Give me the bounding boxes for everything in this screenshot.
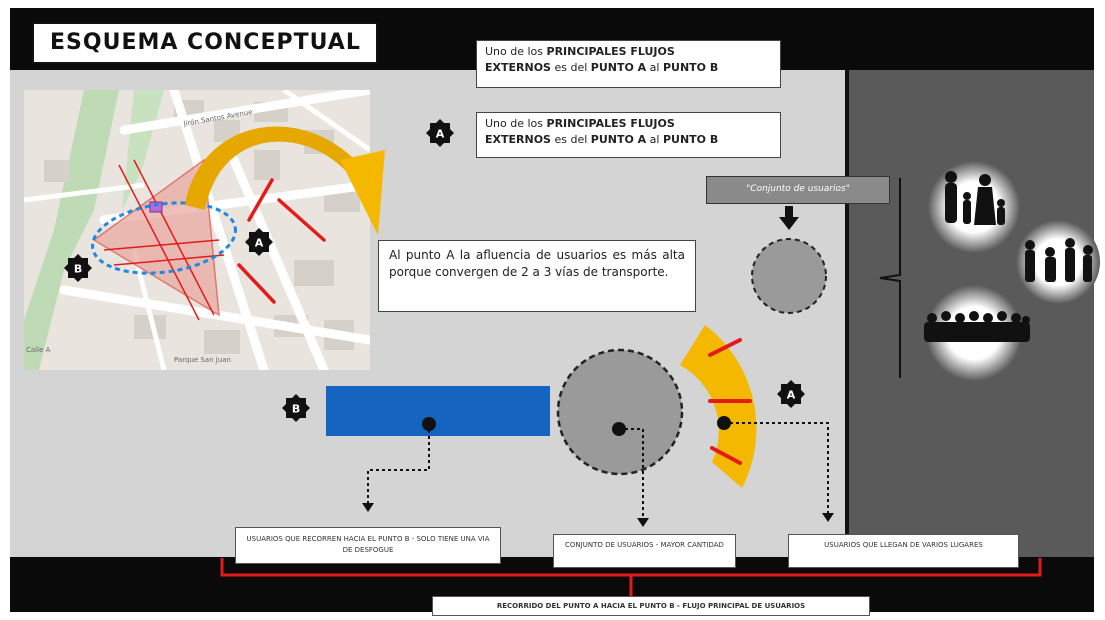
note-top-text-2: es del (550, 61, 591, 74)
incoming-flow-fan (680, 325, 757, 488)
note-mid-bold-1: PRINCIPALES FLUJOS (546, 117, 675, 130)
marker-a-fan-icon: A (777, 380, 805, 408)
note-top-bold-4: PUNTO B (662, 61, 719, 74)
map-bottom-label: Parque San Juan (174, 356, 231, 364)
note-top-bold-3: PUNTO A (590, 61, 647, 74)
note-mid-text-1: Uno de los (485, 117, 547, 130)
users-set-small-circle (751, 238, 827, 314)
marker-a-note-text: A (436, 128, 445, 141)
note-main-flow-mid: Uno de los PRINCIPALES FLUJOS EXTERNOS e… (476, 112, 781, 158)
marker-a-map-text: A (255, 237, 264, 250)
leader-lines (367, 422, 829, 520)
note-top-text-3: al (646, 61, 663, 74)
map-left-label: Calle A (26, 346, 51, 354)
people-silhouette-icon (924, 285, 1030, 381)
users-set-large-circle (556, 348, 684, 476)
marker-a-note-icon: A (426, 119, 454, 147)
label-users-arriving: USUARIOS QUE LLEGAN DE VARIOS LUGARES (788, 534, 1019, 568)
marker-b-map-text: B (74, 263, 82, 276)
marker-b-bar-text: B (292, 403, 300, 416)
note-main-flow-top: Uno de los PRINCIPALES FLUJOS EXTERNOS e… (476, 40, 781, 88)
note-top-bold-1: PRINCIPALES FLUJOS (546, 45, 675, 58)
label-main-flow: RECORRIDO DEL PUNTO A HACIA EL PUNTO B -… (432, 596, 870, 616)
group-bracket (879, 178, 901, 378)
incoming-arrows (708, 338, 752, 465)
note-point-a-explanation: Al punto A la afluencia de usuarios es m… (378, 240, 696, 312)
people-silhouette-icon (1016, 220, 1100, 304)
note-mid-text-2: es del (550, 133, 591, 146)
marker-b-map-icon: B (64, 254, 92, 282)
label-users-set: CONJUNTO DE USUARIOS - MAYOR CANTIDAD (553, 534, 736, 568)
people-silhouette-icon (928, 161, 1020, 253)
curved-flow-arrow-icon (185, 126, 385, 235)
marker-a-map-icon: A (245, 228, 273, 256)
note-mid-bold-2: EXTERNOS (485, 133, 551, 146)
users-set-tag: "Conjunto de usuarios" (706, 176, 890, 204)
marker-b-bar-icon: B (282, 394, 310, 422)
page-title: ESQUEMA CONCEPTUAL (32, 22, 378, 64)
note-mid-bold-4: PUNTO B (662, 133, 719, 146)
flow-bar-to-b (326, 386, 550, 436)
label-users-to-b: USUARIOS QUE RECORREN HACIA EL PUNTO B -… (235, 527, 501, 564)
note-top-bold-2: EXTERNOS (485, 61, 551, 74)
note-top-text-1: Uno de los (485, 45, 547, 58)
note-mid-bold-3: PUNTO A (590, 133, 647, 146)
marker-a-fan-text: A (787, 389, 796, 402)
note-mid-text-3: al (646, 133, 663, 146)
down-arrow-icon (779, 206, 799, 230)
